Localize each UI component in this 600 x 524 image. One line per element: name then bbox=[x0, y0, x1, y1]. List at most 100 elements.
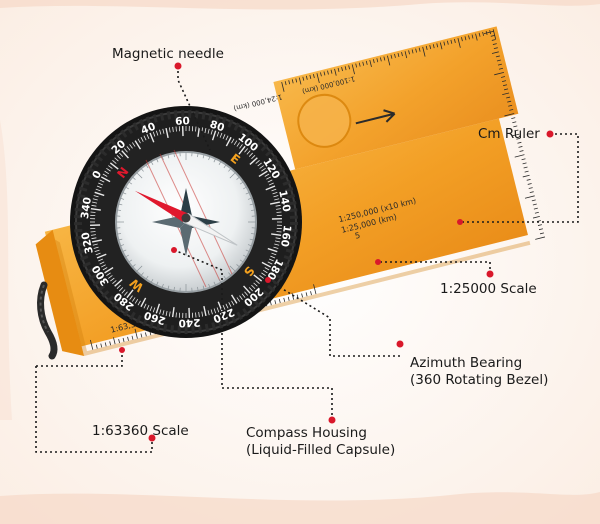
ruler-tick bbox=[432, 44, 435, 49]
ruler-tick bbox=[490, 34, 495, 37]
ruler-tick bbox=[535, 236, 546, 240]
bezel-tick bbox=[155, 130, 159, 136]
ruler-tick bbox=[538, 228, 544, 231]
callout-label-housing-line2: (Liquid-Filled Capsule) bbox=[246, 442, 396, 458]
bezel-tick bbox=[137, 300, 141, 306]
bezel-tick bbox=[201, 311, 204, 317]
bezel-tick bbox=[95, 252, 101, 256]
ruler-tick bbox=[309, 74, 312, 79]
bezel-tick bbox=[198, 312, 200, 318]
bezel-tick bbox=[123, 148, 128, 153]
ruler-tick bbox=[517, 141, 522, 144]
ruler-tick bbox=[358, 62, 361, 67]
bezel-tick bbox=[233, 140, 238, 146]
plate-num: 5 bbox=[354, 231, 361, 241]
capsule-tick bbox=[208, 156, 211, 161]
lanyard bbox=[37, 281, 58, 360]
bezel-tick bbox=[267, 179, 273, 183]
brush-stroke-top bbox=[0, 0, 600, 10]
ruler-tick bbox=[526, 178, 531, 181]
bezel-tick bbox=[162, 128, 165, 134]
ruler-tick bbox=[278, 298, 281, 304]
bezel-tick bbox=[195, 312, 197, 318]
capsule-tick bbox=[145, 275, 149, 280]
bezel-tick bbox=[251, 155, 256, 160]
bezel-tick bbox=[258, 170, 268, 178]
ruler-tick bbox=[376, 58, 379, 63]
bezel-tick bbox=[92, 201, 98, 204]
ruler-tick bbox=[524, 195, 535, 199]
callout-dot-housing bbox=[328, 416, 336, 424]
bezel-tick bbox=[257, 162, 262, 167]
capsule-tick bbox=[173, 153, 175, 158]
ruler-tick bbox=[134, 328, 138, 339]
capsule-tick bbox=[132, 264, 136, 268]
ruler-tick bbox=[478, 32, 481, 37]
ruler-tick bbox=[145, 332, 147, 337]
ruler-tick bbox=[401, 52, 403, 57]
bezel-tick bbox=[149, 306, 153, 312]
callout-dots bbox=[119, 62, 554, 442]
ruler-tick bbox=[500, 76, 506, 78]
bezel-tick bbox=[213, 308, 217, 314]
callout-connectors bbox=[35, 66, 579, 453]
callout-label-azimuth: Azimuth Bearing (360 Rotating Bezel) bbox=[410, 355, 548, 389]
bezel-tick bbox=[99, 261, 105, 265]
bezel-tick bbox=[204, 128, 207, 134]
ruler-tick bbox=[387, 55, 391, 66]
capsule-tick bbox=[122, 192, 127, 195]
ruler-tick bbox=[274, 300, 277, 305]
bezel-tick bbox=[231, 138, 235, 144]
bezel-tick bbox=[274, 198, 280, 201]
bezel-tick bbox=[165, 310, 168, 316]
ruler-tick bbox=[464, 36, 467, 41]
ruler-tick bbox=[337, 67, 340, 72]
capsule-tick bbox=[118, 238, 123, 241]
capsule-tick bbox=[213, 158, 216, 163]
bezel-tick bbox=[207, 310, 210, 316]
bezel-tick bbox=[231, 300, 235, 306]
ruler-tick bbox=[494, 71, 505, 76]
ruler-tick bbox=[528, 187, 533, 189]
ruler-tick bbox=[118, 339, 120, 344]
bezel-tick bbox=[239, 144, 243, 149]
bezel-tick bbox=[152, 131, 156, 137]
callout-dot-63k-end bbox=[119, 347, 125, 353]
bezel-tick bbox=[276, 208, 282, 210]
capsule-tick bbox=[120, 244, 125, 247]
ruler-tick bbox=[512, 133, 520, 137]
direction-arrow bbox=[355, 109, 396, 125]
degree-fine-marks bbox=[116, 152, 256, 292]
capsule-tick bbox=[247, 197, 252, 200]
bezel-tick bbox=[175, 126, 177, 132]
ruler-tick bbox=[390, 54, 393, 59]
capsule-tick bbox=[250, 209, 255, 211]
ruler-tick bbox=[288, 80, 291, 85]
ruler-tick bbox=[283, 297, 286, 302]
ruler-tick bbox=[104, 342, 107, 347]
bezel-tick bbox=[104, 266, 114, 274]
bezel-tick bbox=[119, 287, 124, 292]
ruler-tick bbox=[301, 293, 303, 298]
bezel-tick bbox=[159, 129, 162, 135]
bezel-tick bbox=[90, 207, 101, 211]
bezel-tick bbox=[92, 243, 98, 246]
capsule-tick bbox=[161, 283, 164, 288]
bezel-tick bbox=[165, 127, 169, 139]
capsule-tick bbox=[250, 233, 255, 235]
bezel-tick bbox=[274, 240, 280, 243]
bezel-tick bbox=[123, 291, 128, 296]
ruler-tick bbox=[533, 207, 538, 210]
bezel-tick bbox=[143, 303, 147, 309]
bezel-degree-label: 80 bbox=[208, 118, 226, 134]
capsule-tick bbox=[167, 285, 170, 290]
bezel-tick bbox=[253, 274, 263, 282]
ruler-tick bbox=[496, 59, 501, 62]
ruler-tick bbox=[291, 79, 294, 84]
capsule-tick bbox=[213, 281, 216, 286]
bezel-tick bbox=[262, 269, 268, 274]
bezel-tick bbox=[265, 185, 276, 191]
capsule-tick bbox=[128, 259, 133, 263]
bezel-tick bbox=[134, 298, 139, 304]
bezel-tick bbox=[241, 293, 246, 298]
